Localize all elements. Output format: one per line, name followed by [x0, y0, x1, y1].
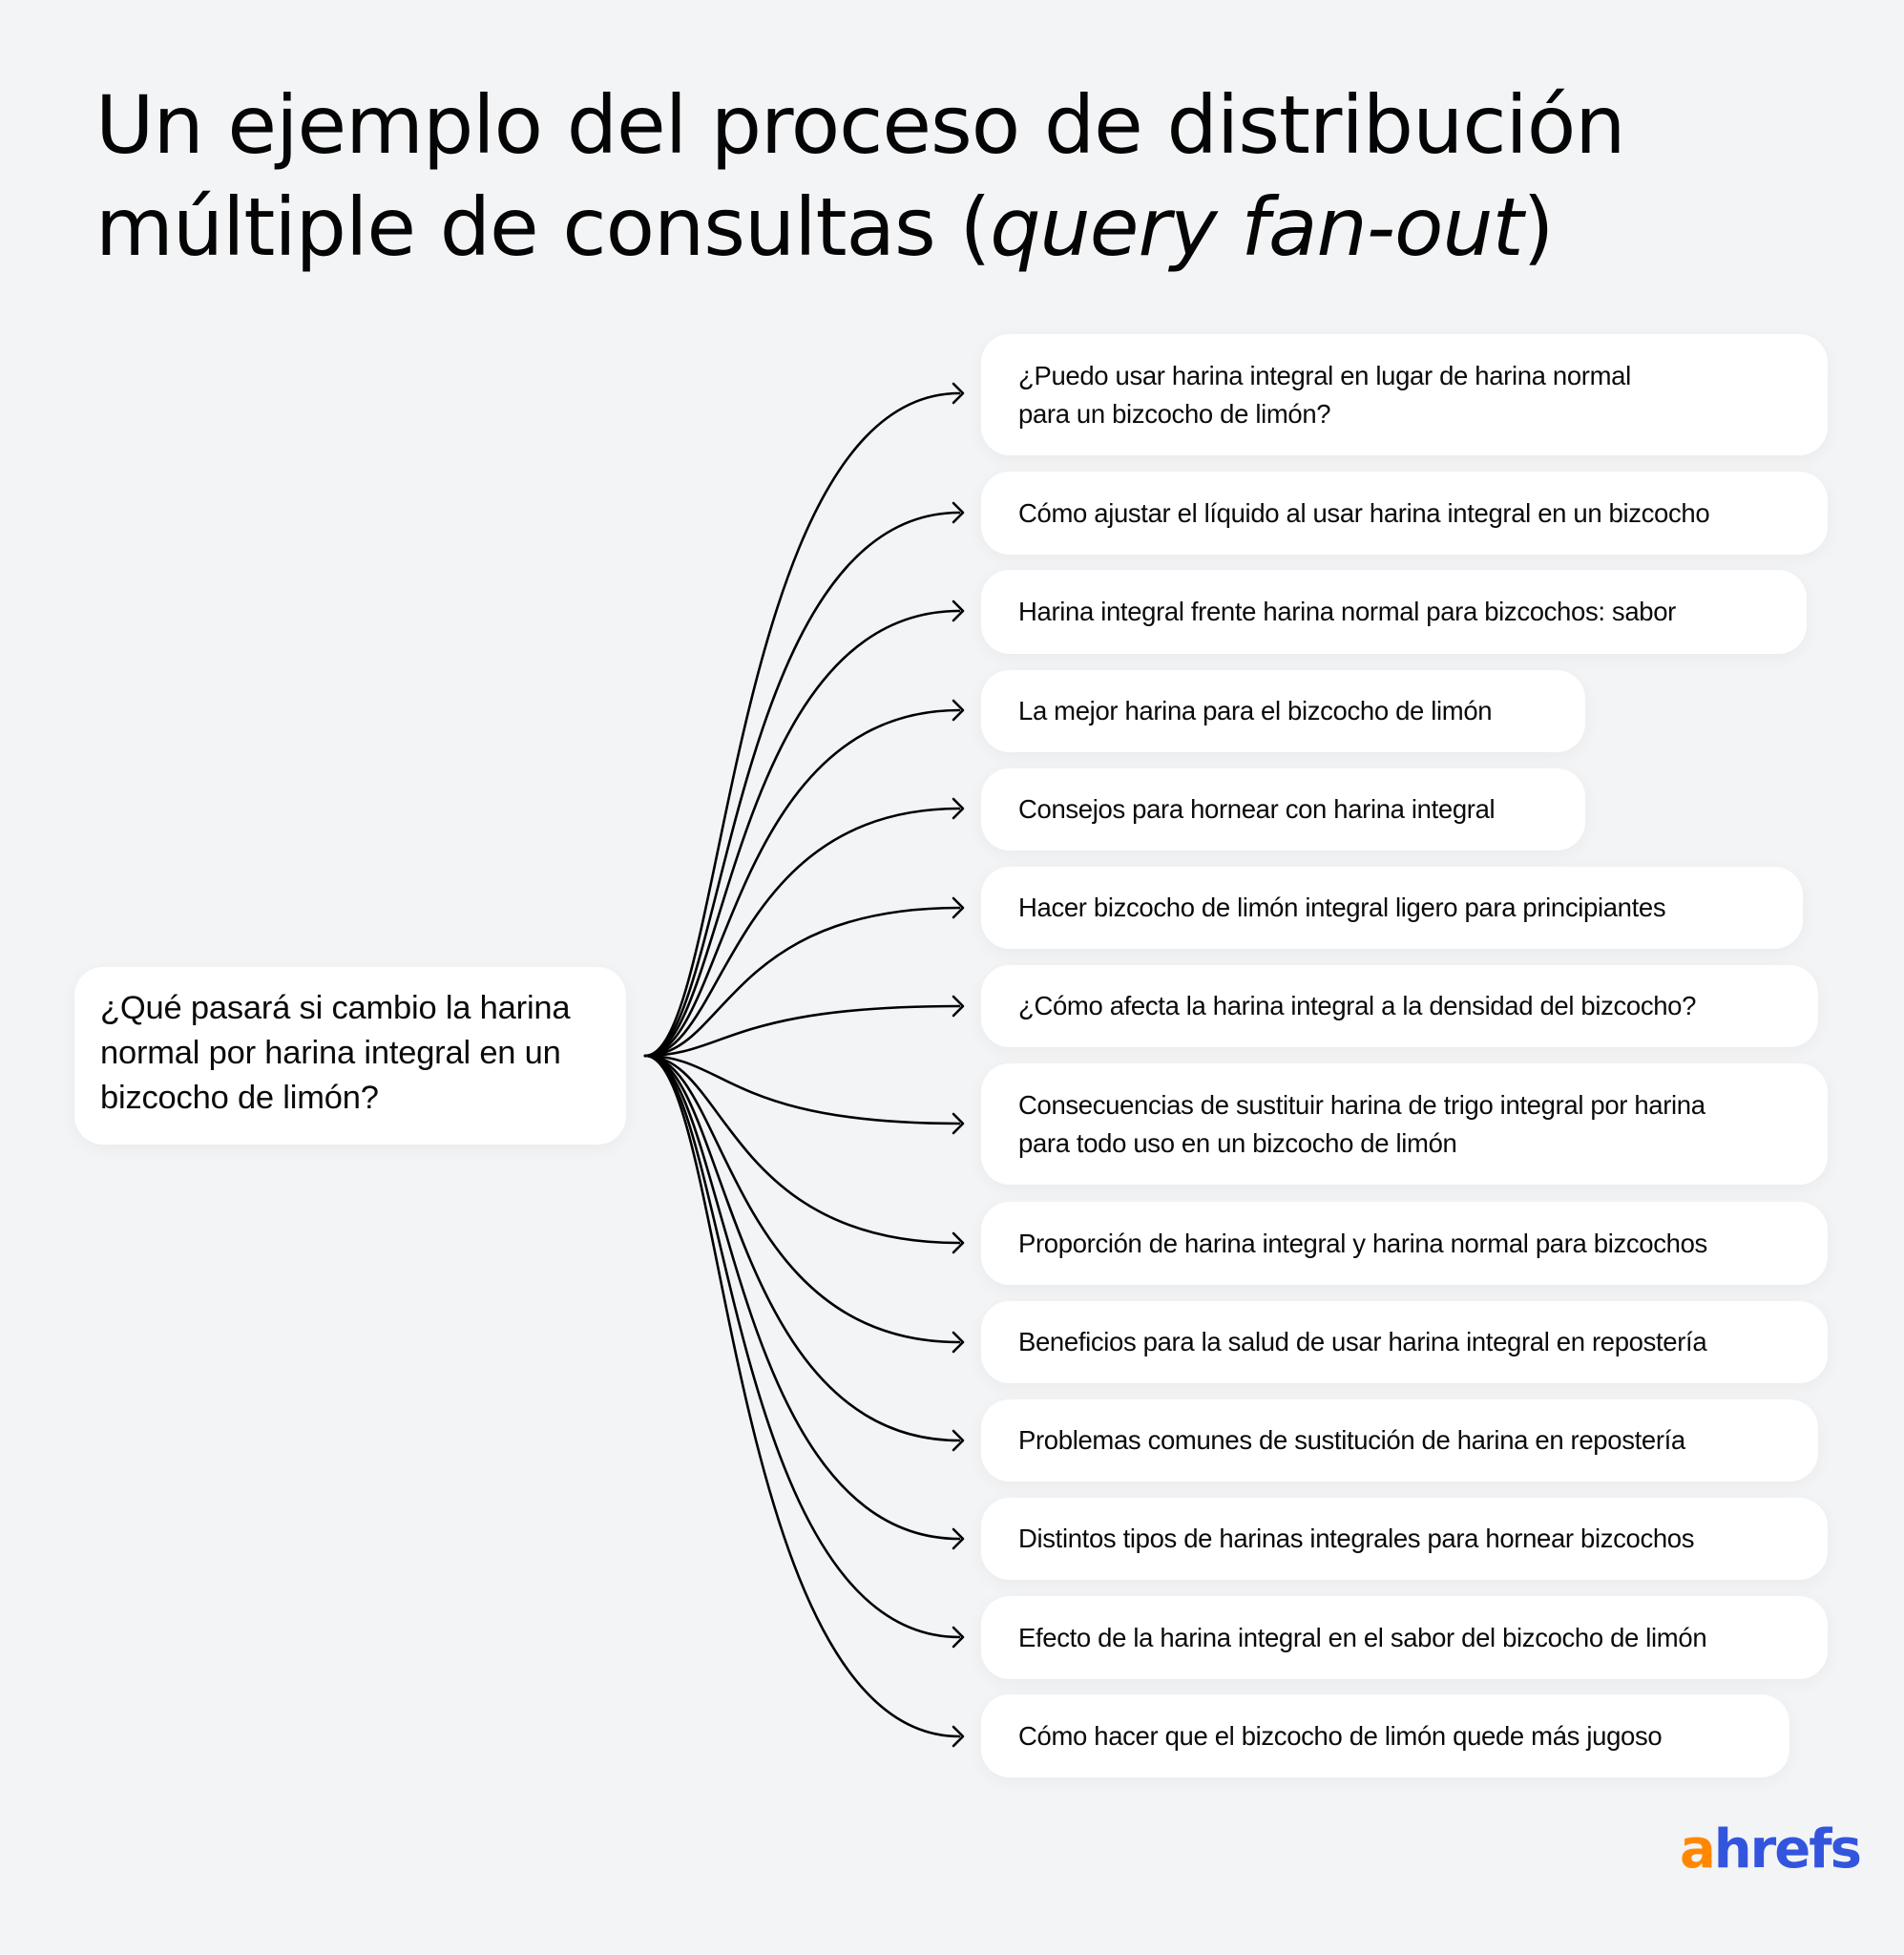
- fan-out-query-text: Cómo ajustar el líquido al usar harina i…: [1018, 497, 1710, 528]
- fan-out-query-text: Distintos tipos de harinas integrales pa…: [1018, 1524, 1695, 1553]
- ahrefs-logo: ahrefs: [1680, 1818, 1862, 1881]
- connector-curve: [643, 511, 961, 1058]
- fan-out-query-text: Proporción de harina integral y harina n…: [1018, 1228, 1707, 1258]
- connector-curve: [643, 391, 961, 1058]
- fan-out-query-card: Distintos tipos de harinas integrales pa…: [981, 1498, 1828, 1580]
- title-line-1: Un ejemplo del proceso de distribución: [95, 78, 1626, 172]
- fan-out-query-text: para todo uso en un bizcocho de limón: [1018, 1127, 1457, 1158]
- fan-out-query-card: Cómo hacer que el bizcocho de limón qued…: [981, 1694, 1789, 1777]
- connector-curve: [643, 1054, 961, 1125]
- fan-out-query-text: Cómo hacer que el bizcocho de limón qued…: [1018, 1720, 1663, 1751]
- connector-curve: [643, 906, 961, 1058]
- arrow-right-icon: [952, 382, 965, 405]
- original-query-card: ¿Qué pasará si cambio la harina normal p…: [74, 967, 626, 1145]
- fan-out-query-text: ¿Cómo afecta la harina integral a la den…: [1018, 991, 1697, 1020]
- fan-out-query-text: Consecuencias de sustituir harina de tri…: [1018, 1089, 1705, 1120]
- original-query-line: ¿Qué pasará si cambio la harina: [100, 990, 571, 1026]
- arrow-right-icon: [952, 1725, 965, 1748]
- fan-out-query-text: La mejor harina para el bizcocho de limó…: [1018, 696, 1493, 725]
- arrow-right-icon: [952, 896, 965, 919]
- connector-curve: [643, 807, 961, 1058]
- arrow-right-icon: [952, 1527, 965, 1550]
- fan-out-query-card: Proporción de harina integral y harina n…: [981, 1202, 1828, 1285]
- connector-curve: [643, 708, 961, 1058]
- arrow-right-icon: [952, 599, 965, 622]
- fan-out-query-card: Efecto de la harina integral en el sabor…: [981, 1596, 1828, 1679]
- connector-curve: [643, 1054, 961, 1245]
- fan-out-query-card: Beneficios para la salud de usar harina …: [981, 1301, 1828, 1383]
- fan-out-query-card: Consejos para hornear con harina integra…: [981, 768, 1585, 851]
- fan-out-query-card: Cómo ajustar el líquido al usar harina i…: [981, 472, 1828, 555]
- arrow-right-icon: [952, 797, 965, 820]
- fan-out-query-text: Problemas comunes de sustitución de hari…: [1018, 1425, 1685, 1455]
- title-italic-term: query fan-out: [990, 180, 1523, 274]
- connector-curve: [643, 1004, 961, 1058]
- fan-out-query-card: Consecuencias de sustituir harina de tri…: [981, 1063, 1828, 1185]
- connector-curve: [643, 1054, 961, 1639]
- fan-out-query-text: Consejos para hornear con harina integra…: [1018, 794, 1496, 824]
- connector-curve: [643, 1054, 961, 1442]
- fan-out-query-text: Efecto de la harina integral en el sabor…: [1018, 1622, 1707, 1652]
- fan-out-query-card: La mejor harina para el bizcocho de limó…: [981, 670, 1585, 752]
- arrow-right-icon: [952, 1331, 965, 1354]
- fan-out-query-text: Beneficios para la salud de usar harina …: [1018, 1327, 1707, 1356]
- connector-curve: [643, 1054, 961, 1344]
- original-query-line: normal por harina integral en un: [100, 1035, 561, 1071]
- title-line-2-prefix: múltiple de consultas (: [95, 180, 991, 274]
- connector-curve: [643, 1054, 961, 1541]
- fan-out-query-card: Hacer bizcocho de limón integral ligero …: [981, 867, 1803, 949]
- arrow-right-icon: [952, 699, 965, 722]
- fan-out-query-card: Problemas comunes de sustitución de hari…: [981, 1399, 1818, 1482]
- arrow-right-icon: [952, 1231, 965, 1254]
- arrow-right-icon: [952, 501, 965, 524]
- page-title: Un ejemplo del proceso de distribución m…: [95, 74, 1626, 279]
- fan-out-query-card: ¿Cómo afecta la harina integral a la den…: [981, 965, 1818, 1047]
- connector-curve: [643, 1054, 961, 1738]
- arrow-right-icon: [952, 995, 965, 1018]
- logo-a: a: [1680, 1818, 1716, 1881]
- fan-out-query-text: ¿Puedo usar harina integral en lugar de …: [1018, 360, 1631, 390]
- title-line-2-suffix: ): [1522, 180, 1555, 274]
- fan-out-query-card: ¿Puedo usar harina integral en lugar de …: [981, 334, 1828, 455]
- fan-out-query-text: Hacer bizcocho de limón integral ligero …: [1018, 893, 1666, 922]
- arrow-right-icon: [952, 1429, 965, 1452]
- title-line-2: múltiple de consultas (query fan-out): [95, 177, 1625, 279]
- connector-curve: [643, 609, 961, 1058]
- fan-out-query-text: Harina integral frente harina normal par…: [1018, 597, 1676, 626]
- fan-out-query-text: para un bizcocho de limón?: [1018, 398, 1331, 429]
- arrow-right-icon: [952, 1626, 965, 1649]
- arrow-right-icon: [952, 1112, 965, 1135]
- logo-hrefs: hrefs: [1713, 1818, 1862, 1881]
- original-query-line: bizcocho de limón?: [100, 1080, 379, 1116]
- fan-out-query-card: Harina integral frente harina normal par…: [981, 570, 1807, 654]
